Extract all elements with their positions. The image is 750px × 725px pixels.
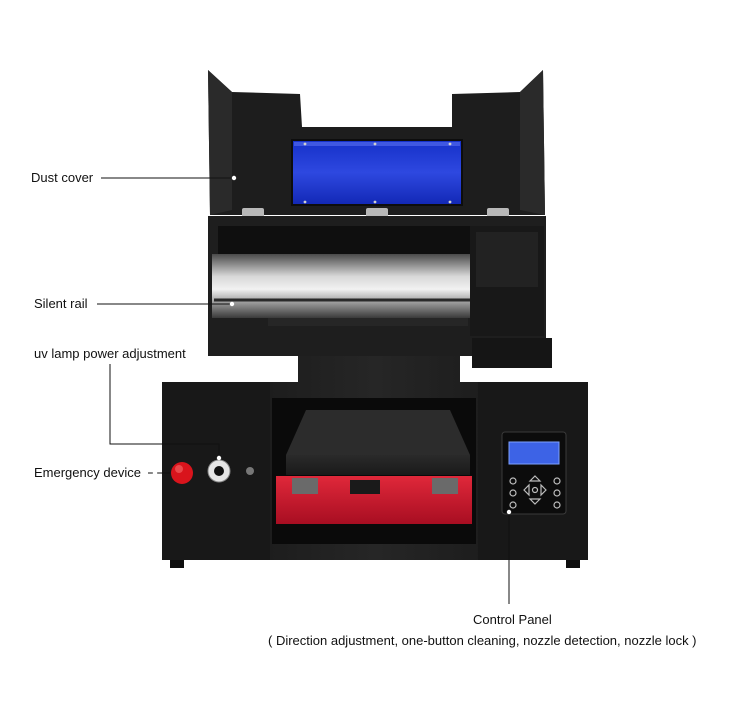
lcd-screen (508, 441, 560, 465)
indicator-light (246, 467, 254, 475)
dust-cover (208, 70, 545, 215)
callout-lines (97, 175, 512, 604)
uv-lamp-knob[interactable] (207, 459, 231, 483)
control-panel-description: ( Direction adjustment, one-button clean… (268, 633, 697, 648)
silent-rail-label: Silent rail (34, 296, 88, 311)
upper-frame (208, 216, 552, 368)
print-platform (276, 410, 472, 524)
dust-cover-label: Dust cover (31, 170, 94, 185)
lid-hinges (242, 208, 509, 218)
uv-lamp-label: uv lamp power adjustment (34, 346, 186, 361)
control-panel[interactable] (501, 431, 567, 515)
control-panel-label: Control Panel (473, 612, 552, 627)
uv-window (291, 139, 463, 206)
emergency-device-label: Emergency device (34, 465, 141, 480)
emergency-stop-button[interactable] (171, 462, 193, 484)
silent-rail (212, 254, 502, 318)
